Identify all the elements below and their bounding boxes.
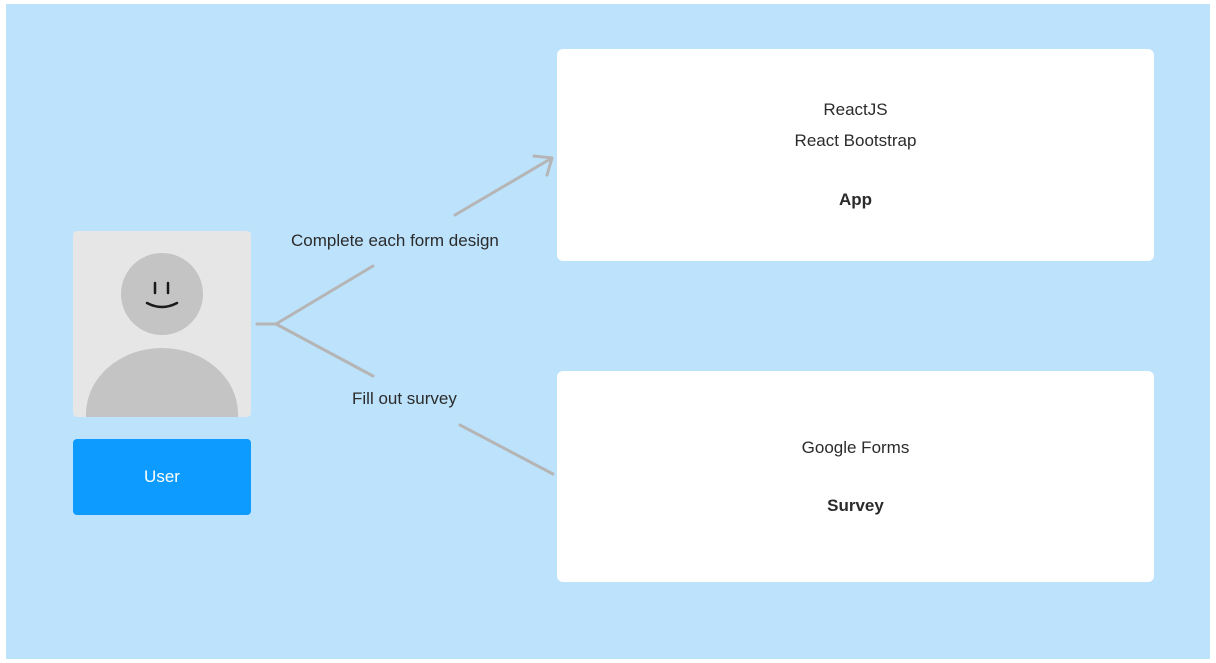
avatar-head bbox=[121, 253, 203, 335]
app-node: ReactJS React Bootstrap App bbox=[557, 49, 1154, 261]
app-tech-line-2: React Bootstrap bbox=[794, 131, 917, 150]
survey-tech-line-1: Google Forms bbox=[801, 438, 910, 457]
edge-label-to-app: Complete each form design bbox=[291, 231, 499, 250]
connector-to-survey-lower bbox=[458, 423, 555, 476]
connector-to-app-lower bbox=[274, 264, 375, 326]
survey-node: Google Forms Survey bbox=[557, 371, 1154, 582]
arrowhead-app bbox=[532, 154, 554, 177]
app-title: App bbox=[838, 190, 873, 209]
user-avatar-card bbox=[73, 231, 251, 417]
connector-to-app-upper bbox=[453, 156, 554, 217]
avatar-smile bbox=[145, 301, 179, 309]
app-tech-line-1: ReactJS bbox=[823, 100, 888, 119]
user-avatar-icon bbox=[86, 253, 238, 417]
user-button[interactable]: User bbox=[73, 439, 251, 515]
avatar-body bbox=[86, 348, 238, 417]
edge-label-to-survey: Fill out survey bbox=[352, 389, 457, 408]
survey-title: Survey bbox=[827, 496, 884, 515]
connector-to-survey-upper bbox=[274, 322, 375, 378]
